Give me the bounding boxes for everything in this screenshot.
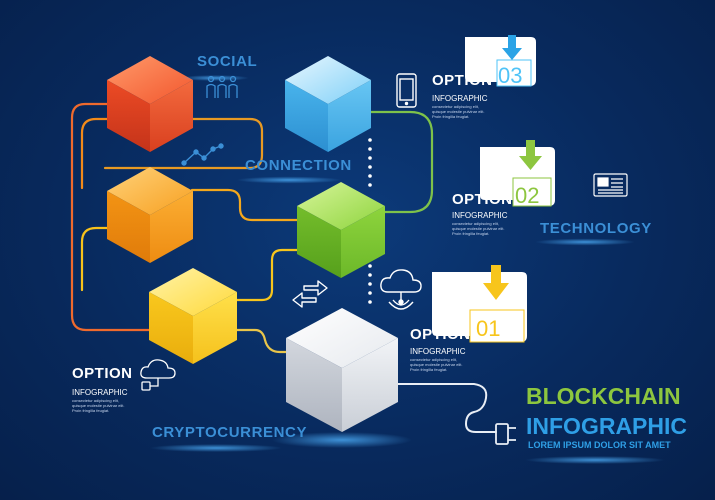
option-03-number: 03 <box>498 63 522 88</box>
option-02-subheading: INFOGRAPHIC <box>452 211 508 220</box>
line-chart-icon <box>181 143 224 166</box>
option-03-card: 03 OPTION INFOGRAPHIC consectetur adipis… <box>432 35 536 119</box>
option-4-heading: OPTION <box>72 365 133 382</box>
option-03-heading: OPTION <box>432 72 493 89</box>
option-03-arrow-icon <box>502 35 522 60</box>
title-line-1: BLOCKCHAIN <box>526 383 681 409</box>
title-line-2: INFOGRAPHIC <box>526 413 687 439</box>
title-glow <box>525 456 665 464</box>
title-tagline: LOREM IPSUM DOLOR SIT AMET <box>528 440 671 450</box>
option-02-heading: OPTION <box>452 191 513 208</box>
option-03-body-2: quisque molestie pulvinar elit. <box>432 109 484 114</box>
technology-glow <box>535 238 635 246</box>
cube-red <box>107 56 193 152</box>
option-4-subheading: INFOGRAPHIC <box>72 388 128 397</box>
option-4-body-1: consectetur adipiscing elit, <box>72 398 119 403</box>
option-01-body-2: quisque molestie pulvinar elit. <box>410 362 462 367</box>
option-02-card: 02 OPTION INFOGRAPHIC consectetur adipis… <box>452 140 555 236</box>
option-02-arrow-icon <box>519 140 542 170</box>
cloud-storage-icon <box>140 359 176 391</box>
exchange-arrows-icon <box>292 280 328 308</box>
option-02-body-1: consectetur adipiscing elit, <box>452 221 499 226</box>
cube-orange <box>107 167 193 263</box>
label-cryptocurrency: CRYPTOCURRENCY <box>152 424 307 441</box>
option-01-card: 01 OPTION INFOGRAPHIC consectetur adipis… <box>410 265 527 372</box>
label-connection: CONNECTION <box>245 157 352 174</box>
cube-white <box>272 308 412 448</box>
option-02-body-3: Proin fringilla feugiat. <box>452 231 489 236</box>
cryptocurrency-glow <box>150 444 282 452</box>
plug-icon <box>495 423 516 445</box>
social-glow <box>181 75 249 81</box>
connection-glow <box>237 176 341 184</box>
option-bottom-left: OPTION INFOGRAPHIC consectetur adipiscin… <box>72 365 133 413</box>
cloud-network-icon <box>380 269 422 310</box>
option-01-heading: OPTION <box>410 326 471 343</box>
option-03-subheading: INFOGRAPHIC <box>432 94 488 103</box>
connector-wires <box>70 102 497 433</box>
option-03-body-3: Proin fringilla feugiat. <box>432 114 469 119</box>
label-technology: TECHNOLOGY <box>540 220 652 237</box>
option-02-body-2: quisque molestie pulvinar elit. <box>452 226 504 231</box>
newspaper-icon <box>593 173 628 197</box>
dotted-links <box>368 138 372 304</box>
cube-blue <box>285 56 371 152</box>
option-03-body-1: consectetur adipiscing elit, <box>432 104 479 109</box>
option-01-arrow-icon <box>483 265 509 300</box>
option-4-body-2: quisque molestie pulvinar elit. <box>72 403 124 408</box>
option-01-number: 01 <box>476 316 500 341</box>
option-4-body-3: Proin fringilla feugiat. <box>72 408 109 413</box>
cube-yellow <box>149 268 237 364</box>
cube-green <box>297 182 385 278</box>
option-01-body-3: Proin fringilla feugiat. <box>410 367 447 372</box>
title-block: BLOCKCHAIN INFOGRAPHIC LOREM IPSUM DOLOR… <box>526 383 687 450</box>
tablet-icon <box>396 73 417 108</box>
label-social: SOCIAL <box>197 53 257 70</box>
option-01-subheading: INFOGRAPHIC <box>410 347 466 356</box>
people-icon <box>206 75 238 98</box>
option-01-body-1: consectetur adipiscing elit, <box>410 357 457 362</box>
option-02-number: 02 <box>515 183 539 208</box>
